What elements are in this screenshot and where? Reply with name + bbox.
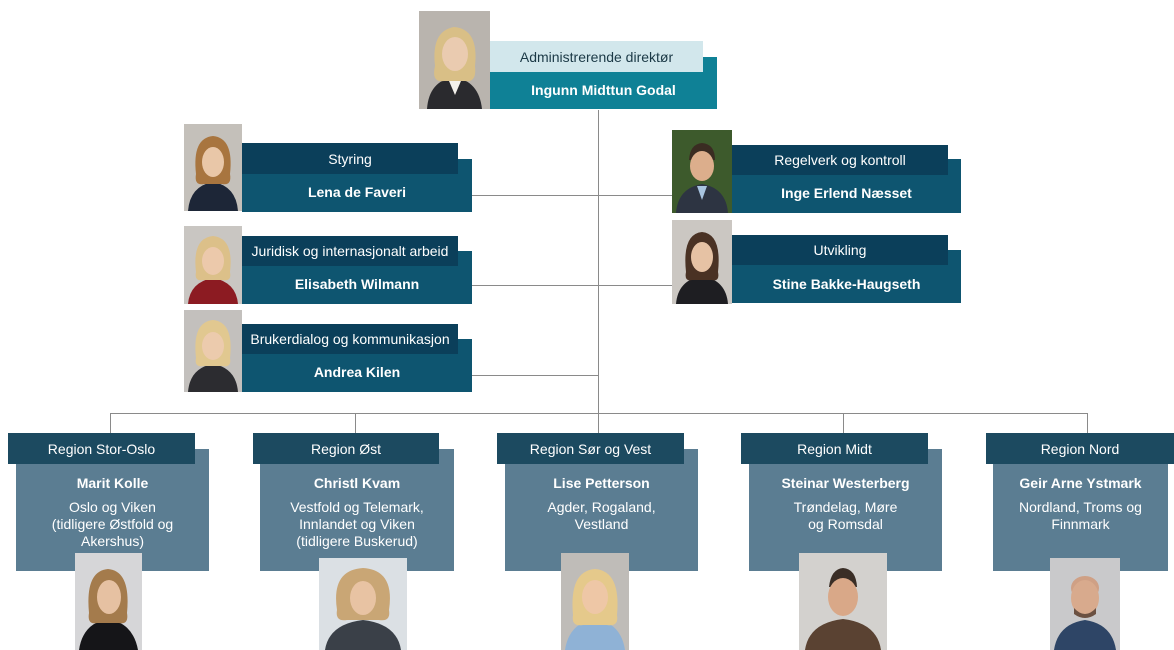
region-4-photo-icon	[799, 553, 887, 650]
ceo-title-tab: Administrerende direktør	[490, 41, 703, 72]
region-4-area-line: og Romsdal	[808, 516, 883, 532]
connector-region-1	[110, 413, 111, 433]
region-1-area: Oslo og Viken (tidligere Østfold og Aker…	[16, 499, 209, 550]
connector-regions	[110, 413, 1088, 414]
staff-left-2-title-tab: Juridisk og internasjonalt arbeid	[242, 236, 458, 266]
region-2-area-line: Innlandet og Viken	[299, 516, 415, 532]
region-3-name: Lise Petterson	[553, 475, 650, 491]
connector-region-3	[598, 413, 599, 433]
connector-region-2	[355, 413, 356, 433]
region-2-name: Christl Kvam	[313, 475, 401, 491]
region-2-area-line: (tidligere Buskerud)	[296, 533, 418, 549]
region-2-area: Vestfold og Telemark, Innlandet og Viken…	[260, 499, 454, 550]
region-3-title-tab: Region Sør og Vest	[497, 433, 684, 464]
region-4-area-line: Trøndelag, Møre	[793, 499, 898, 515]
region-4-title-tab: Region Midt	[741, 433, 928, 464]
staff-right-1-title-tab: Regelverk og kontroll	[732, 145, 948, 175]
region-3-photo-icon	[561, 553, 629, 650]
region-4-area: Trøndelag, Møre og Romsdal	[749, 499, 942, 533]
staff-left-1-title-tab: Styring	[242, 143, 458, 174]
staff-right-1-photo-icon	[672, 130, 732, 213]
ceo-photo-icon	[419, 11, 490, 109]
region-1-title-tab: Region Stor-Oslo	[8, 433, 195, 464]
connector-region-5	[1087, 413, 1088, 433]
region-3-area-line: Vestland	[574, 516, 629, 532]
region-2-box: Christl Kvam Vestfold og Telemark, Innla…	[260, 449, 454, 571]
connector-trunk	[598, 110, 599, 414]
region-1-name: Marit Kolle	[76, 475, 149, 491]
region-2-photo-icon	[319, 558, 407, 650]
region-1-area-line: Oslo og Viken	[69, 499, 156, 515]
region-1-box: Marit Kolle Oslo og Viken (tidligere Øst…	[16, 449, 209, 571]
region-2-title-tab: Region Øst	[253, 433, 439, 464]
region-5-photo-icon	[1050, 558, 1120, 650]
region-5-name: Geir Arne Ystmark	[1019, 475, 1142, 491]
staff-right-2-photo-icon	[672, 220, 732, 304]
region-3-area: Agder, Rogaland, Vestland	[505, 499, 698, 533]
staff-left-3-title-tab: Brukerdialog og kommunikasjon	[242, 324, 458, 354]
region-5-title-tab: Region Nord	[986, 433, 1174, 464]
region-5-area-line: Nordland, Troms og	[1019, 499, 1142, 515]
region-1-photo-icon	[75, 553, 142, 650]
connector-region-4	[843, 413, 844, 433]
region-3-area-line: Agder, Rogaland,	[547, 499, 656, 515]
staff-left-2-photo-icon	[184, 226, 242, 304]
connector-row-2	[472, 285, 673, 286]
region-4-name: Steinar Westerberg	[781, 475, 910, 491]
region-2-area-line: Vestfold og Telemark,	[290, 499, 424, 515]
staff-left-3-photo-icon	[184, 310, 242, 392]
region-1-area-line: Akershus)	[80, 533, 145, 549]
connector-row-1	[472, 195, 673, 196]
region-5-box: Geir Arne Ystmark Nordland, Troms og Fin…	[993, 449, 1168, 571]
staff-left-1-photo-icon	[184, 124, 242, 211]
region-5-area: Nordland, Troms og Finnmark	[993, 499, 1168, 533]
region-3-box: Lise Petterson Agder, Rogaland, Vestland	[505, 449, 698, 571]
region-4-box: Steinar Westerberg Trøndelag, Møre og Ro…	[749, 449, 942, 571]
region-5-area-line: Finnmark	[1051, 516, 1110, 532]
connector-row-3	[472, 375, 599, 376]
staff-right-2-title-tab: Utvikling	[732, 235, 948, 265]
region-1-area-line: (tidligere Østfold og	[51, 516, 174, 532]
